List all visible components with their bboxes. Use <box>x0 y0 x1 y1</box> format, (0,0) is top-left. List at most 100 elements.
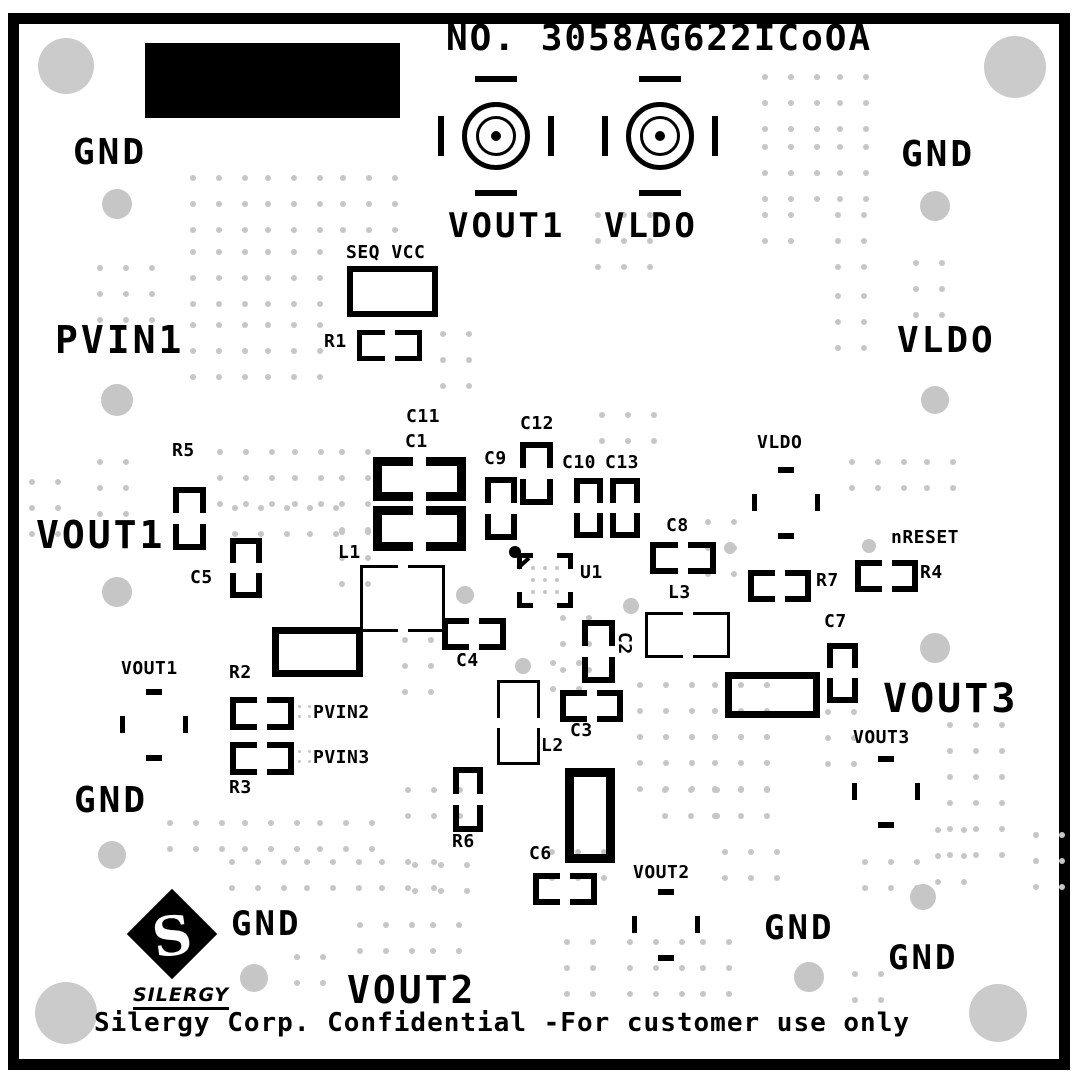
via-dot <box>330 859 336 865</box>
via-dot <box>265 227 271 233</box>
pad-right <box>394 330 422 361</box>
via-dot <box>627 991 633 997</box>
via-dot <box>999 826 1005 832</box>
pad-bottom <box>230 573 262 598</box>
ref-label-pvin2: PVIN2 <box>313 702 370 723</box>
via-dot <box>913 312 919 318</box>
ref-label-r4: R4 <box>920 562 943 583</box>
via-dot <box>961 853 967 859</box>
ic-corner-tl <box>517 553 533 569</box>
via-dot <box>901 459 907 465</box>
footprint-C2 <box>582 620 615 683</box>
via-dot <box>722 849 728 855</box>
mounting-hole <box>38 38 94 94</box>
footprint-U1 <box>509 546 573 608</box>
pad-bottom <box>582 656 615 683</box>
tp-tick-top <box>146 689 162 695</box>
pad-bottom <box>485 513 517 540</box>
via-dot <box>726 939 732 945</box>
via-dot <box>738 760 744 766</box>
via-dot <box>357 922 363 928</box>
via-dot <box>973 748 979 754</box>
via-dot <box>947 722 953 728</box>
via-dot <box>365 555 371 561</box>
via-dot <box>269 501 275 507</box>
ref-label-c5: C5 <box>190 567 213 588</box>
ref-label-r1: R1 <box>324 331 347 352</box>
via-dot <box>466 331 472 337</box>
pad-right <box>688 542 716 574</box>
via-dot <box>999 800 1005 806</box>
via-dot <box>764 787 770 793</box>
pad-left <box>373 506 413 551</box>
via-dot <box>653 991 659 997</box>
pad-top <box>453 767 483 795</box>
via-dot <box>440 357 446 363</box>
via-dot <box>317 227 323 233</box>
via-dot <box>575 849 581 855</box>
via-dot <box>560 641 566 647</box>
via-dot <box>149 317 155 323</box>
pad-bottom <box>827 678 858 703</box>
via-dot <box>705 571 711 577</box>
via-dot <box>662 813 668 819</box>
via-dot <box>402 689 408 695</box>
footprint-C3 <box>560 690 623 722</box>
via-dot <box>216 227 222 233</box>
pad-bottom <box>610 513 640 538</box>
board-outline <box>8 13 1070 1070</box>
via-dot <box>601 849 607 855</box>
via-dot <box>190 175 196 181</box>
via-dot <box>356 859 362 865</box>
via-dot <box>219 846 225 852</box>
sma-tick-left <box>602 116 608 156</box>
via-dot <box>835 345 841 351</box>
via-dot <box>878 997 884 1003</box>
via-dot <box>599 438 605 444</box>
via-dot <box>935 827 941 833</box>
via-dot <box>242 374 248 380</box>
via-dot <box>560 667 566 673</box>
via-dot <box>97 459 103 465</box>
via-dot <box>457 787 463 793</box>
via-dot <box>835 319 841 325</box>
via-dot <box>738 734 744 740</box>
silergy-logo: S SILERGY <box>126 888 230 1010</box>
mounting-hole <box>984 36 1046 98</box>
via-dot <box>456 922 462 928</box>
via-dot <box>123 485 129 491</box>
sma-vldo <box>602 76 718 196</box>
via-dot <box>814 144 820 150</box>
via-dot <box>123 291 129 297</box>
via-dot <box>863 170 869 176</box>
via-dot <box>190 348 196 354</box>
net-label-pvin1: PVIN1 <box>55 318 185 362</box>
via-dot <box>216 322 222 328</box>
via-dot <box>405 787 411 793</box>
via-dot <box>862 885 868 891</box>
pad-top <box>485 477 517 504</box>
via-dot <box>837 196 843 202</box>
via-dot <box>625 412 631 418</box>
via-dot <box>333 531 339 537</box>
via-hole <box>862 539 876 553</box>
net-label-gnd-bottom-center: GND <box>764 908 835 948</box>
via-dot <box>837 74 843 80</box>
net-label-gnd-near-logo: GND <box>231 904 302 944</box>
via-dot <box>291 348 297 354</box>
via-dot <box>123 459 129 465</box>
via-dot <box>217 501 223 507</box>
via-dot <box>861 238 867 244</box>
net-label-gnd-top-right: GND <box>901 134 976 175</box>
via-dot <box>243 475 249 481</box>
pad-right <box>479 618 506 650</box>
pad-right <box>267 742 294 775</box>
via-dot <box>193 820 199 826</box>
via-dot <box>412 888 418 894</box>
via-dot <box>232 531 238 537</box>
via-dot <box>999 774 1005 780</box>
via-dot <box>835 212 841 218</box>
via-dot <box>689 760 695 766</box>
pad-right <box>784 570 811 602</box>
